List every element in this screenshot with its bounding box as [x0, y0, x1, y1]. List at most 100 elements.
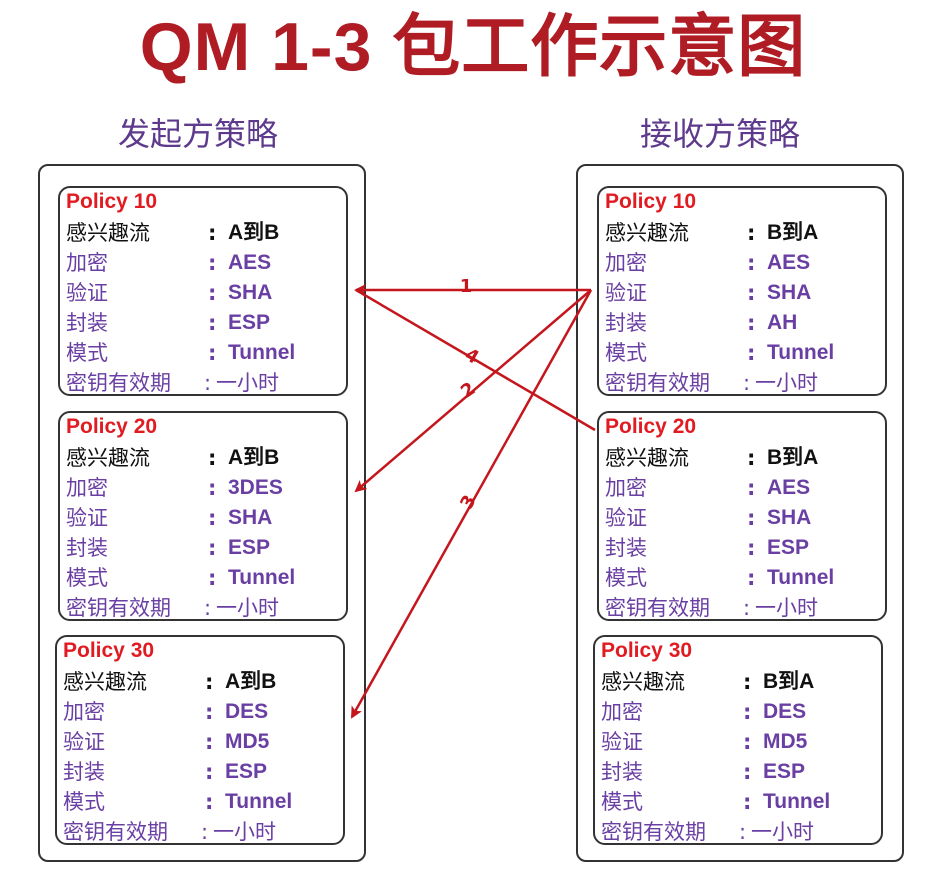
row-value: MD5 [763, 730, 808, 753]
row-label: 加密 [605, 251, 647, 275]
row-value: 3DES [228, 476, 283, 499]
row-colon: : [205, 760, 214, 784]
row-colon: : [743, 596, 751, 620]
row-colon: : [747, 341, 756, 365]
policy-row-mode: 模式: Tunnel [605, 338, 885, 368]
row-label: 封装 [601, 760, 643, 784]
row-colon: : [739, 820, 747, 844]
row-colon: : [208, 281, 217, 305]
responder-policies-panel [576, 164, 904, 862]
row-value: Tunnel [767, 566, 835, 589]
policy-row-authentication: 验证: MD5 [601, 727, 881, 757]
row-label: 封装 [66, 536, 108, 560]
row-value: ESP [767, 536, 810, 559]
row-colon: : [743, 670, 752, 694]
row-label: 感兴趣流 [66, 221, 150, 245]
policy-row-authentication: 验证:SHA [66, 278, 346, 308]
policy-row-key-lifetime: 密钥有效期:一小时 [605, 593, 885, 623]
row-label: 验证 [66, 506, 108, 530]
row-label: 密钥有效期 [605, 596, 710, 620]
row-colon: : [208, 311, 217, 335]
policy-row-interest-flow: 感兴趣流: A到B [63, 667, 343, 697]
row-colon: : [208, 251, 217, 275]
policy-row-encapsulation: 封装:ESP [63, 757, 343, 787]
row-value: A到B [225, 670, 277, 693]
row-value: Tunnel [228, 341, 296, 364]
row-colon: : [743, 700, 752, 724]
row-label: 密钥有效期 [66, 596, 171, 620]
policy-row-encapsulation: 封装:ESP [605, 533, 885, 563]
row-value: ESP [763, 760, 806, 783]
row-value: DES [225, 700, 269, 723]
row-label: 验证 [66, 281, 108, 305]
row-colon: : [747, 566, 756, 590]
policy-row-mode: 模式:Tunnel [66, 563, 346, 593]
row-value: MD5 [225, 730, 270, 753]
policy-row-encryption: 加密:AES [66, 248, 346, 278]
policy-row-interest-flow: 感兴趣流:A到B [66, 443, 346, 473]
row-colon: : [205, 670, 214, 694]
row-value: Tunnel [767, 341, 835, 364]
row-colon: : [205, 700, 214, 724]
row-value: 一小时 [213, 820, 276, 844]
row-value: Tunnel [225, 790, 293, 813]
row-value: B到A [767, 221, 819, 244]
row-label: 模式 [66, 566, 108, 590]
policy-row-authentication: 验证:SHA [605, 503, 885, 533]
row-label: 密钥有效期 [63, 820, 168, 844]
policy-row-authentication: 验证:SHA [66, 503, 346, 533]
policy-row-mode: 模式:Tunnel [601, 787, 881, 817]
policy-row-key-lifetime: 密钥有效期:一小时 [66, 593, 346, 623]
policy-row-interest-flow: 感兴趣流:B到A [605, 443, 885, 473]
row-label: 加密 [66, 476, 108, 500]
policy-row-key-lifetime: 密钥有效期:一小时 [63, 817, 343, 847]
row-colon: : [208, 446, 217, 470]
row-colon: : [747, 446, 756, 470]
row-value: SHA [228, 506, 273, 529]
row-colon: : [208, 566, 217, 590]
row-colon: : [747, 536, 756, 560]
row-label: 密钥有效期 [66, 371, 171, 395]
arrow-4-label: 4 [461, 344, 482, 368]
row-label: 验证 [601, 730, 643, 754]
row-label: 感兴趣流 [605, 446, 689, 470]
page-title: QM 1-3 包工作示意图 [139, 9, 807, 85]
row-label: 模式 [605, 341, 647, 365]
policy-row-interest-flow: 感兴趣流:B到A [601, 667, 881, 697]
policy-row-interest-flow: 感兴趣流: B到A [605, 218, 885, 248]
row-colon: : [743, 760, 752, 784]
row-label: 验证 [63, 730, 105, 754]
row-value: 一小时 [216, 596, 279, 620]
row-label: 加密 [601, 700, 643, 724]
row-label: 封装 [66, 311, 108, 335]
row-label: 验证 [605, 506, 647, 530]
row-label: 加密 [63, 700, 105, 724]
row-colon: : [747, 476, 756, 500]
row-value: DES [763, 700, 807, 723]
row-colon: : [208, 536, 217, 560]
row-colon: : [747, 251, 756, 275]
row-label: 加密 [605, 476, 647, 500]
row-colon: : [208, 476, 217, 500]
row-label: 感兴趣流 [63, 670, 147, 694]
row-value: AH [767, 311, 798, 334]
initiator-policies-panel [38, 164, 366, 862]
row-value: SHA [767, 506, 812, 529]
policy-row-encryption: 加密:3DES [66, 473, 346, 503]
row-colon: : [201, 820, 209, 844]
policy-row-encapsulation: 封装:AH [605, 308, 885, 338]
row-label: 模式 [66, 341, 108, 365]
row-colon: : [743, 730, 752, 754]
row-value: AES [767, 251, 811, 274]
policy-row-authentication: 验证:MD5 [63, 727, 343, 757]
row-colon: : [747, 221, 756, 245]
row-value: B到A [763, 670, 815, 693]
policy-row-key-lifetime: 密钥有效期:一小时 [601, 817, 881, 847]
row-colon: : [747, 311, 756, 335]
row-label: 感兴趣流 [605, 221, 689, 245]
policy-row-key-lifetime: 密钥有效期:一小时 [66, 368, 346, 398]
